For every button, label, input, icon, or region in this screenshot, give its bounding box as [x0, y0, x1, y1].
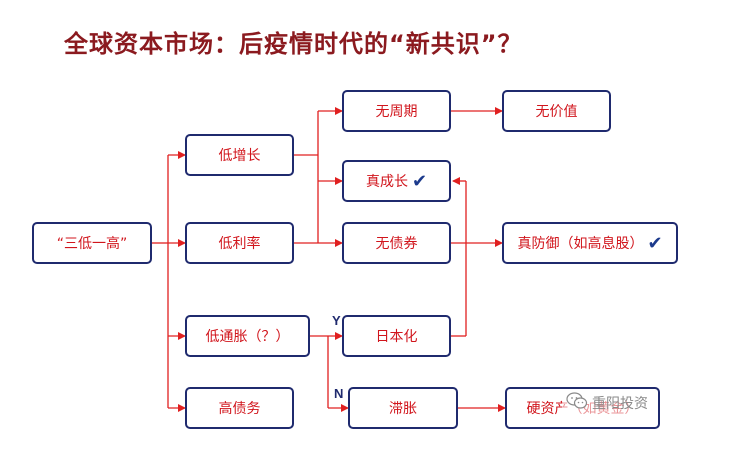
node-label: 滞胀	[389, 401, 417, 417]
node-label: 低利率	[218, 236, 261, 252]
node-ri-ben-hua: 日本化	[342, 315, 451, 357]
checkmark-icon: ✔	[647, 232, 663, 254]
node-label: “三低一高”	[56, 236, 128, 252]
node-label: 无价值	[535, 104, 578, 120]
node-label: 低增长	[218, 148, 261, 164]
branch-label-yes: Y	[332, 313, 341, 328]
node-label: 高债务	[218, 401, 261, 417]
node-san-di-yi-gao: “三低一高”	[32, 222, 152, 264]
branch-label-no: N	[334, 386, 344, 401]
node-zhen-cheng-zhang: 真成长 ✔	[342, 160, 451, 202]
checkmark-icon: ✔	[411, 170, 428, 192]
node-label: 日本化	[375, 329, 418, 345]
node-label: 真成长	[365, 174, 408, 190]
node-wu-zhou-qi: 无周期	[342, 90, 451, 132]
watermark-text: 重阳投资	[592, 396, 648, 412]
node-zhen-fang-yu: 真防御（如高息股） ✔	[502, 222, 678, 264]
node-label: 无债券	[375, 236, 418, 252]
node-di-li-lv: 低利率	[185, 222, 294, 264]
node-di-tong-zhang: 低通胀（？）	[185, 315, 310, 357]
node-wu-zhai-quan: 无债券	[342, 222, 451, 264]
node-wu-jia-zhi: 无价值	[502, 90, 611, 132]
node-gao-zhai-wu: 高债务	[185, 387, 294, 429]
watermark: 重阳投资	[562, 391, 652, 415]
node-di-zeng-zhang: 低增长	[185, 134, 294, 176]
node-label: 无周期	[375, 104, 418, 120]
wechat-icon	[566, 392, 588, 414]
page-title: 全球资本市场：后疫情时代的“新共识”？	[64, 30, 523, 58]
node-label: 真防御（如高息股）	[517, 236, 644, 252]
node-zhi-zhang: 滞胀	[348, 387, 458, 429]
node-label: 低通胀（？）	[205, 329, 290, 345]
